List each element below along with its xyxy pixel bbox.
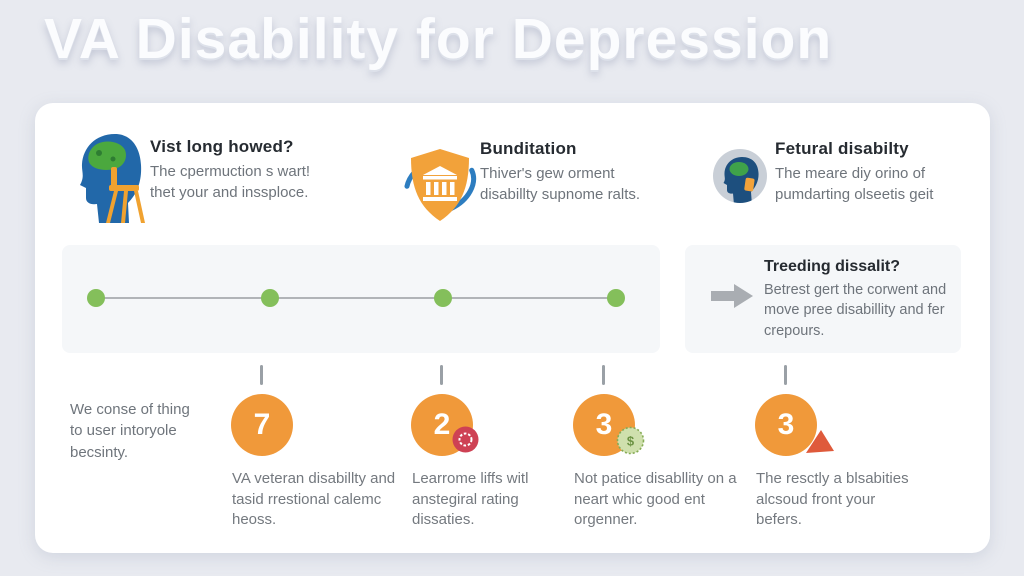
feature-3: Fetural disabilty The meare diy orino of… [775, 139, 980, 205]
feature-2-title: Bunditation [480, 139, 577, 158]
step-item-2: 2 Learrome liffs witl anstegiral rating … [411, 365, 583, 545]
connector-tick [440, 365, 443, 385]
callout-body: Betrest gert the corwent and move pree d… [764, 282, 947, 339]
head-brain-easel-icon [75, 131, 149, 232]
red-triangle-badge-icon [804, 426, 835, 460]
step-number-bubble: 7 [231, 394, 293, 456]
svg-text:$: $ [627, 434, 635, 449]
feature-3-title: Fetural disabilty [775, 139, 909, 158]
feature-3-body: The meare diy orino of pumdarting olseet… [775, 165, 934, 203]
right-arrow-icon [711, 283, 753, 314]
main-card: Vist long howed? The cpermuction s wart!… [35, 103, 990, 553]
callout-title: Treeding dissalit? [764, 258, 901, 275]
step-item-4: 3 The resctly a blsabities alcsoud front… [755, 365, 927, 545]
timeline-dot [87, 289, 105, 307]
head-circle-icon [711, 147, 769, 210]
feature-1-title: Vist long howed? [150, 137, 294, 156]
callout: Treeding dissalit? Betrest gert the corw… [764, 258, 956, 341]
step-text: The resctly a blsabities alcsoud front y… [756, 470, 909, 529]
connector-tick [784, 365, 787, 385]
timeline-panel [62, 245, 660, 353]
timeline-line [94, 297, 618, 299]
step-number: 2 [433, 408, 451, 441]
step-number: 3 [595, 408, 613, 441]
footer-note: We conse of thing to user intoryole becs… [70, 401, 190, 461]
feature-1-body: The cpermuction s wart! thet your and in… [150, 163, 311, 201]
red-ring-badge-icon [452, 426, 479, 458]
page-title: VA Disability for Depression [44, 7, 833, 71]
shield-bank-icon [401, 143, 479, 232]
step-item-1: 7 VA veteran disabillty and tasid rresti… [231, 365, 403, 545]
step-number: 7 [253, 408, 271, 441]
step-number: 3 [777, 408, 795, 441]
connector-tick [602, 365, 605, 385]
step-number-bubble: 3 $ [573, 394, 645, 456]
callout-panel: Treeding dissalit? Betrest gert the corw… [685, 245, 961, 353]
step-number-bubble: 2 [411, 394, 479, 456]
timeline-dot [434, 289, 452, 307]
timeline-dot [261, 289, 279, 307]
green-coin-badge-icon: $ [616, 426, 645, 460]
step-item-3: 3 $ Not patice disabllity on a neart whi… [573, 365, 745, 545]
feature-2-body: Thiver's gew orment disabillty supnome r… [480, 165, 641, 203]
step-text: VA veteran disabillty and tasid rrestion… [232, 470, 396, 529]
feature-2: Bunditation Thiver's gew orment disabill… [480, 139, 670, 205]
timeline-dot [607, 289, 625, 307]
step-text: Not patice disabllity on a neart whic go… [574, 470, 737, 529]
step-number-bubble: 3 [755, 394, 834, 456]
step-text: Learrome liffs witl anstegiral rating di… [412, 470, 529, 529]
connector-tick [260, 365, 263, 385]
feature-1: Vist long howed? The cpermuction s wart!… [150, 137, 345, 203]
